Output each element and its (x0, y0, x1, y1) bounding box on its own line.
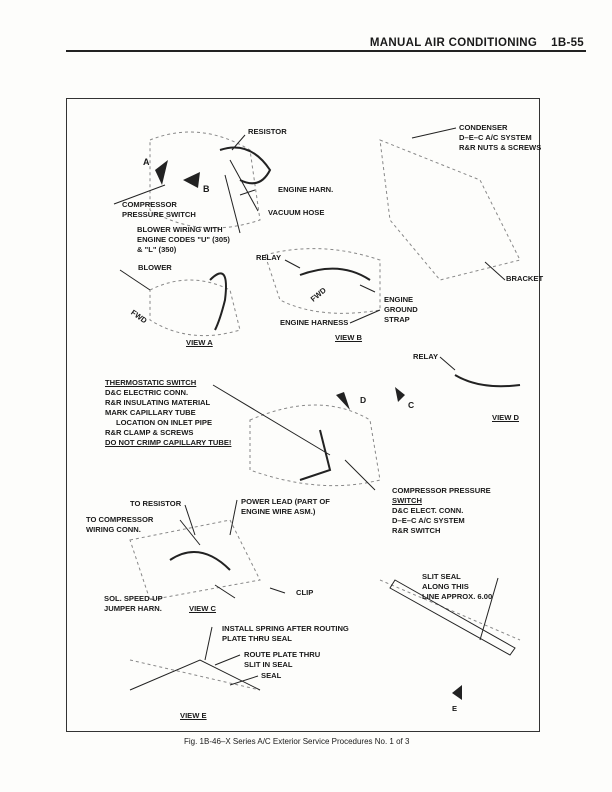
label-line: SWITCH (392, 496, 422, 505)
figure-frame (66, 98, 540, 732)
label-resistor: RESISTOR (248, 127, 287, 136)
label-line: WIRING CONN. (86, 525, 141, 534)
label-line: R&R NUTS & SCREWS (459, 143, 542, 152)
label-view-a: VIEW A (186, 338, 213, 347)
label-line: ENGINE (384, 295, 414, 304)
label-view-e-pointer: E (452, 704, 458, 713)
label-line: D–E–C A/C SYSTEM (459, 133, 532, 142)
label-line: R&R CLAMP & SCREWS (105, 428, 194, 437)
label-line: POWER LEAD (PART OF (241, 497, 330, 506)
label-view-d-pointer: D (360, 395, 367, 405)
label-line: LOCATION ON INLET PIPE (116, 418, 213, 427)
label-vacuum-hose: VACUUM HOSE (268, 208, 325, 217)
label-line: GROUND (384, 305, 418, 314)
label-view-e: VIEW E (180, 711, 207, 720)
label-line: R&R SWITCH (392, 526, 441, 535)
label-relay-d: RELAY (413, 352, 439, 361)
label-view-b-pointer: B (203, 184, 210, 194)
label-relay-b: RELAY (256, 253, 282, 262)
label-blower: BLOWER (138, 263, 172, 272)
label-seal: SEAL (261, 671, 282, 680)
label-line: D–E–C A/C SYSTEM (392, 516, 465, 525)
section-title: MANUAL AIR CONDITIONING (369, 37, 538, 49)
label-line: SLIT IN SEAL (244, 660, 293, 669)
label-view-a-pointer: A (143, 157, 150, 167)
label-engine-harn: ENGINE HARN. (278, 185, 334, 194)
label-clip: CLIP (296, 588, 314, 597)
label-line: TO COMPRESSOR (86, 515, 154, 524)
label-view-c-pointer: C (408, 400, 415, 410)
label-line: CONDENSER (459, 123, 508, 132)
label-line: ENGINE WIRE ASM.) (241, 507, 316, 516)
label-line: SLIT SEAL (422, 572, 461, 581)
label-line: COMPRESSOR PRESSURE (392, 486, 491, 495)
label-line: SOL. SPEED-UP (104, 594, 163, 603)
label-line: COMPRESSOR (122, 200, 177, 209)
label-line: ALONG THIS (422, 582, 469, 591)
label-line: ENGINE CODES "U" (305) (137, 235, 230, 244)
label-line: BLOWER WIRING WITH (137, 225, 223, 234)
label-line: PLATE THRU SEAL (222, 634, 292, 643)
label-line: & "L" (350) (137, 245, 177, 254)
page-header: MANUAL AIR CONDITIONING 1B-55 (370, 37, 584, 49)
header-rule (66, 50, 586, 52)
label-line: PRESSURE SWITCH (122, 210, 196, 219)
label-view-c: VIEW C (189, 604, 217, 613)
page-number: 1B-55 (551, 37, 584, 49)
label-line: ROUTE PLATE THRU (244, 650, 321, 659)
label-line: LINE APPROX. 6.00 (422, 592, 493, 601)
label-line: THERMOSTATIC SWITCH (105, 378, 197, 387)
label-view-b: VIEW B (335, 333, 363, 342)
label-to-resistor: TO RESISTOR (130, 499, 182, 508)
label-view-d: VIEW D (492, 413, 520, 422)
label-bracket: BRACKET (506, 274, 544, 283)
label-line: DO NOT CRIMP CAPILLARY TUBE! (105, 438, 232, 447)
label-line: JUMPER HARN. (104, 604, 162, 613)
label-line: STRAP (384, 315, 410, 324)
label-line: D&C ELECTRIC CONN. (105, 388, 189, 397)
label-engine-harness: ENGINE HARNESS (280, 318, 349, 327)
label-line: D&C ELECT. CONN. (392, 506, 464, 515)
label-line: MARK CAPILLARY TUBE (105, 408, 196, 417)
figure-caption: Fig. 1B-46–X Series A/C Exterior Service… (184, 737, 410, 746)
label-line: INSTALL SPRING AFTER ROUTING (222, 624, 349, 633)
label-line: R&R INSULATING MATERIAL (105, 398, 211, 407)
